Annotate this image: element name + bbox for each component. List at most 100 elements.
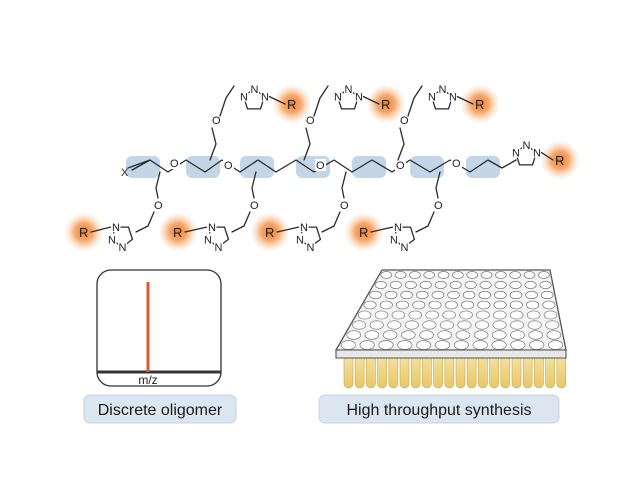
r-group-bond <box>276 226 300 233</box>
plate-well <box>389 281 402 289</box>
triazole-nitrogen-label: N <box>334 92 342 104</box>
r-group-glow <box>460 84 500 124</box>
side-chain-bond <box>341 171 347 199</box>
side-chain-bond <box>435 171 441 199</box>
plate-well <box>525 290 538 300</box>
side-chain-bond <box>219 85 235 117</box>
triazole-nitrogen-label: N <box>240 92 248 104</box>
plate-well <box>419 281 432 289</box>
plate-well <box>416 340 432 350</box>
plate-well <box>401 330 416 340</box>
spectrum-panel: m/z <box>96 269 222 387</box>
plate-well <box>526 310 541 320</box>
r-group-bond <box>362 95 380 105</box>
plate-well <box>422 320 437 330</box>
plate-well <box>461 300 475 310</box>
plate-well <box>491 340 507 350</box>
well-plate-illustration <box>334 269 567 389</box>
discrete-oligomer-caption-box: Discrete oligomer <box>83 394 237 424</box>
plate-well <box>466 271 479 279</box>
plate-well <box>425 310 439 320</box>
plate-well <box>412 300 426 310</box>
plate-well <box>495 271 507 279</box>
side-chain-bond <box>487 159 517 169</box>
side-chain-bond <box>135 211 155 233</box>
plate-well <box>543 310 558 320</box>
triazole-nitrogen-label: N <box>204 234 212 246</box>
plate-well <box>387 320 402 330</box>
high-throughput-caption: High throughput synthesis <box>347 402 532 419</box>
plate-well <box>548 340 564 350</box>
side-chain-bond <box>313 85 329 117</box>
plate-well <box>509 281 522 289</box>
plate-well <box>480 271 493 279</box>
plate-well <box>539 281 552 289</box>
plate-rim <box>335 349 567 359</box>
plate-well <box>462 290 476 300</box>
plate-well <box>494 281 507 289</box>
backbone-oxygen-label: O <box>396 160 405 172</box>
plate-well <box>434 281 447 289</box>
side-chain-bond <box>209 127 217 161</box>
triazole-nitrogen-label: N <box>439 84 447 96</box>
plate-well <box>455 330 471 340</box>
r-group-bond <box>184 226 208 233</box>
triazole-nitrogen-label: N <box>296 234 304 246</box>
plate-well <box>357 310 372 320</box>
backbone-highlight-segment <box>352 156 386 178</box>
plate-well <box>538 271 550 279</box>
triazole-nitrogen-label: N <box>108 234 116 246</box>
plate-well <box>492 320 507 330</box>
plate-well <box>452 271 464 279</box>
r-group-label: R <box>79 225 88 240</box>
side-chain-bond <box>155 171 161 199</box>
plate-well <box>428 300 442 310</box>
plate-well <box>477 300 491 310</box>
plate-well <box>435 340 451 350</box>
plate-well <box>359 340 375 350</box>
backbone-highlight-segment <box>466 156 500 178</box>
triazole-nitrogen-label: N <box>208 222 216 234</box>
side-chain-bond <box>397 127 405 161</box>
plate-well <box>391 310 406 320</box>
discrete-oligomer-caption: Discrete oligomer <box>98 402 223 419</box>
plate-well <box>527 320 542 330</box>
plate-well <box>374 281 387 289</box>
r-group-label: R <box>555 153 564 168</box>
plate-well <box>423 271 436 279</box>
backbone-oxygen-label: O <box>170 158 179 170</box>
plate-well <box>476 310 490 320</box>
plate-wells <box>340 271 564 350</box>
r-group-bond <box>90 226 112 233</box>
plate-well <box>493 310 507 320</box>
plate-well <box>346 330 361 340</box>
plate-well <box>510 330 525 340</box>
plate-well <box>493 300 507 310</box>
plate-well <box>444 300 458 310</box>
backbone-highlight-segment <box>186 156 220 178</box>
side-chain-oxygen-label: O <box>434 200 443 212</box>
side-chain-bond <box>231 211 251 233</box>
side-chain-oxygen-label: O <box>212 115 221 127</box>
plate-well <box>439 320 454 330</box>
plate-well <box>457 320 472 330</box>
triazole-nitrogen-label: N <box>523 140 531 152</box>
r-group-glow <box>250 212 290 252</box>
plate-well <box>494 290 507 300</box>
x-group-label: X <box>121 167 129 179</box>
high-throughput-caption-box: High throughput synthesis <box>318 394 560 424</box>
plate-well <box>540 290 554 300</box>
plate-well <box>528 330 543 340</box>
plate-well <box>395 300 410 310</box>
side-chain-bond <box>251 171 257 199</box>
r-group-bond <box>268 95 286 105</box>
triazole-nitrogen-label: N <box>119 242 127 254</box>
r-group-bond <box>456 95 474 105</box>
spectrum-axis-label: m/z <box>138 373 157 387</box>
plate-well <box>449 281 462 289</box>
plate-well <box>509 290 523 300</box>
plate-well <box>523 271 536 279</box>
r-group-bond <box>540 151 554 161</box>
